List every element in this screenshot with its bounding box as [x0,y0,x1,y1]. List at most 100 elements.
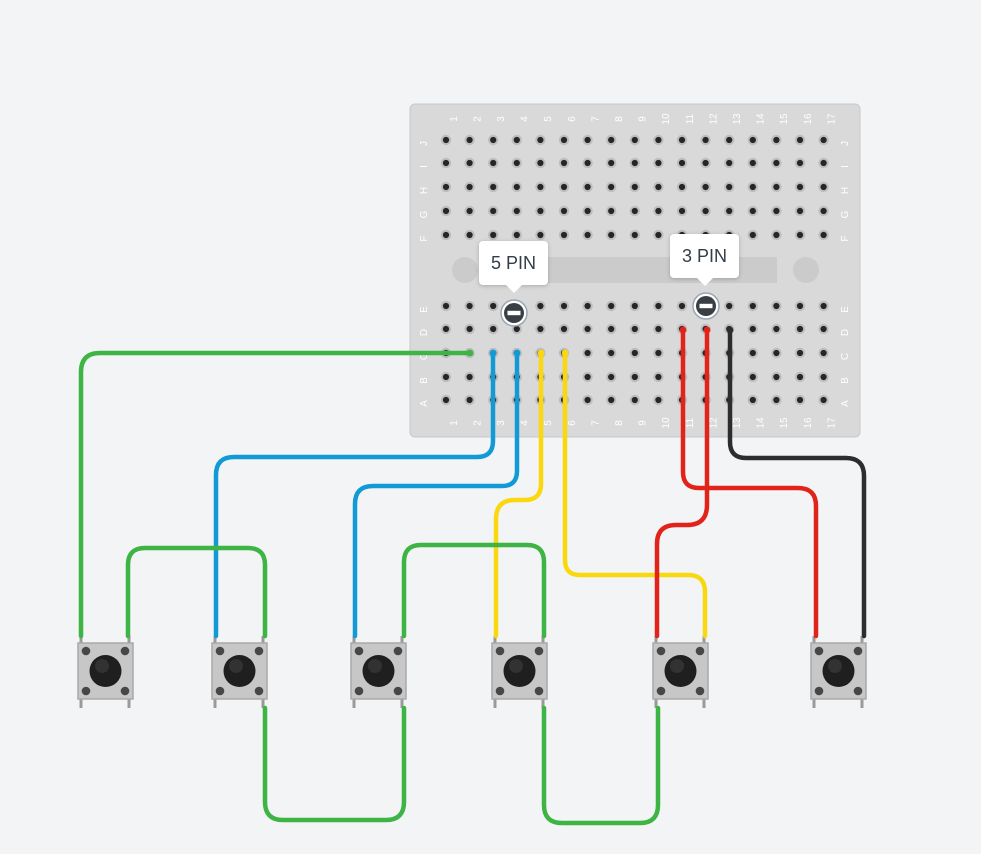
breadboard-hole[interactable] [653,394,664,406]
breadboard-hole[interactable] [606,323,617,335]
breadboard-hole[interactable] [558,323,570,335]
breadboard-hole[interactable] [629,205,640,217]
breadboard-hole[interactable] [558,205,570,217]
pushbutton[interactable] [652,636,709,708]
wire-blue-to-button-2[interactable] [213,350,496,639]
breadboard-hole[interactable] [629,323,640,335]
breadboard-hole[interactable] [511,157,522,169]
breadboard-hole[interactable] [535,181,546,193]
breadboard-hole[interactable] [747,157,758,169]
breadboard-hole[interactable] [818,371,829,383]
breadboard-hole[interactable] [606,300,617,312]
breadboard-hole[interactable] [818,323,829,335]
wire-green-button-4-to-5[interactable] [541,705,661,826]
breadboard-hole[interactable] [771,205,782,217]
wire-green-to-button-1[interactable] [78,350,473,639]
breadboard-hole[interactable] [535,323,546,335]
breadboard-hole[interactable] [747,134,758,146]
breadboard-hole[interactable] [488,205,499,217]
breadboard-hole[interactable] [464,157,475,169]
breadboard-hole[interactable] [747,323,758,335]
breadboard-hole[interactable] [558,157,570,169]
breadboard-hole[interactable] [747,394,758,406]
breadboard-hole[interactable] [653,347,664,359]
breadboard-hole[interactable] [488,181,499,193]
wire-blue-to-button-3[interactable] [352,350,520,639]
breadboard-hole[interactable] [440,371,452,383]
breadboard-hole[interactable] [794,134,806,146]
wire-black-to-button-6[interactable] [727,327,867,639]
breadboard-hole[interactable] [700,181,711,193]
breadboard-hole[interactable] [629,134,640,146]
breadboard-hole[interactable] [440,181,452,193]
breadboard-hole[interactable] [653,300,664,312]
breadboard-hole[interactable] [747,347,758,359]
breadboard-hole[interactable] [794,229,806,241]
breadboard-hole[interactable] [771,181,782,193]
breadboard-hole[interactable] [606,371,617,383]
pushbutton[interactable] [77,636,134,708]
breadboard-hole[interactable] [606,157,617,169]
breadboard-hole[interactable] [606,181,617,193]
breadboard-hole[interactable] [700,134,711,146]
breadboard-hole[interactable] [606,347,617,359]
breadboard-hole[interactable] [440,300,452,312]
breadboard-hole[interactable] [676,205,688,217]
breadboard-hole[interactable] [535,134,546,146]
breadboard-hole[interactable] [771,157,782,169]
breadboard-hole[interactable] [794,394,806,406]
breadboard-hole[interactable] [511,205,522,217]
breadboard-hole[interactable] [440,323,452,335]
breadboard-hole[interactable] [464,323,475,335]
breadboard-hole[interactable] [558,134,570,146]
breadboard-hole[interactable] [464,300,475,312]
breadboard-hole[interactable] [464,394,475,406]
breadboard-hole[interactable] [794,300,806,312]
breadboard-hole[interactable] [724,157,735,169]
breadboard-hole[interactable] [464,205,475,217]
wire-green-button-3-to-4[interactable] [401,542,547,639]
breadboard-hole[interactable] [629,229,640,241]
breadboard-hole[interactable] [582,300,593,312]
breadboard-hole[interactable] [676,157,688,169]
breadboard-hole[interactable] [606,134,617,146]
wire-green-button-2-to-3[interactable] [262,705,407,823]
breadboard-hole[interactable] [535,229,546,241]
breadboard-hole[interactable] [724,205,735,217]
wire-red-to-button-5[interactable] [654,327,710,639]
breadboard-hole[interactable] [440,205,452,217]
breadboard-hole[interactable] [582,205,593,217]
breadboard-hole[interactable] [558,181,570,193]
breadboard-hole[interactable] [535,205,546,217]
breadboard-hole[interactable] [582,371,593,383]
breadboard-hole[interactable] [676,134,688,146]
breadboard-hole[interactable] [488,134,499,146]
breadboard-hole[interactable] [818,347,829,359]
breadboard-hole[interactable] [653,157,664,169]
breadboard-hole[interactable] [464,371,475,383]
pushbutton[interactable] [491,636,548,708]
breadboard-hole[interactable] [653,371,664,383]
pushbutton[interactable] [810,636,867,708]
breadboard-hole[interactable] [818,157,829,169]
breadboard-hole[interactable] [724,300,735,312]
breadboard-hole[interactable] [700,205,711,217]
breadboard-hole[interactable] [818,205,829,217]
breadboard-hole[interactable] [653,205,664,217]
three-pin-connector[interactable] [692,292,720,320]
breadboard-hole[interactable] [440,229,452,241]
breadboard-hole[interactable] [771,134,782,146]
breadboard-hole[interactable] [558,300,570,312]
breadboard-hole[interactable] [511,134,522,146]
breadboard-hole[interactable] [629,181,640,193]
wire-yellow-to-button-5[interactable] [562,350,708,639]
breadboard-hole[interactable] [464,181,475,193]
wire-red-to-button-6[interactable] [680,327,819,639]
breadboard-hole[interactable] [582,229,593,241]
breadboard-hole[interactable] [535,157,546,169]
wire-yellow-to-button-4[interactable] [493,350,544,639]
breadboard-hole[interactable] [747,371,758,383]
breadboard-hole[interactable] [771,347,782,359]
breadboard-hole[interactable] [464,134,475,146]
breadboard-hole[interactable] [794,157,806,169]
